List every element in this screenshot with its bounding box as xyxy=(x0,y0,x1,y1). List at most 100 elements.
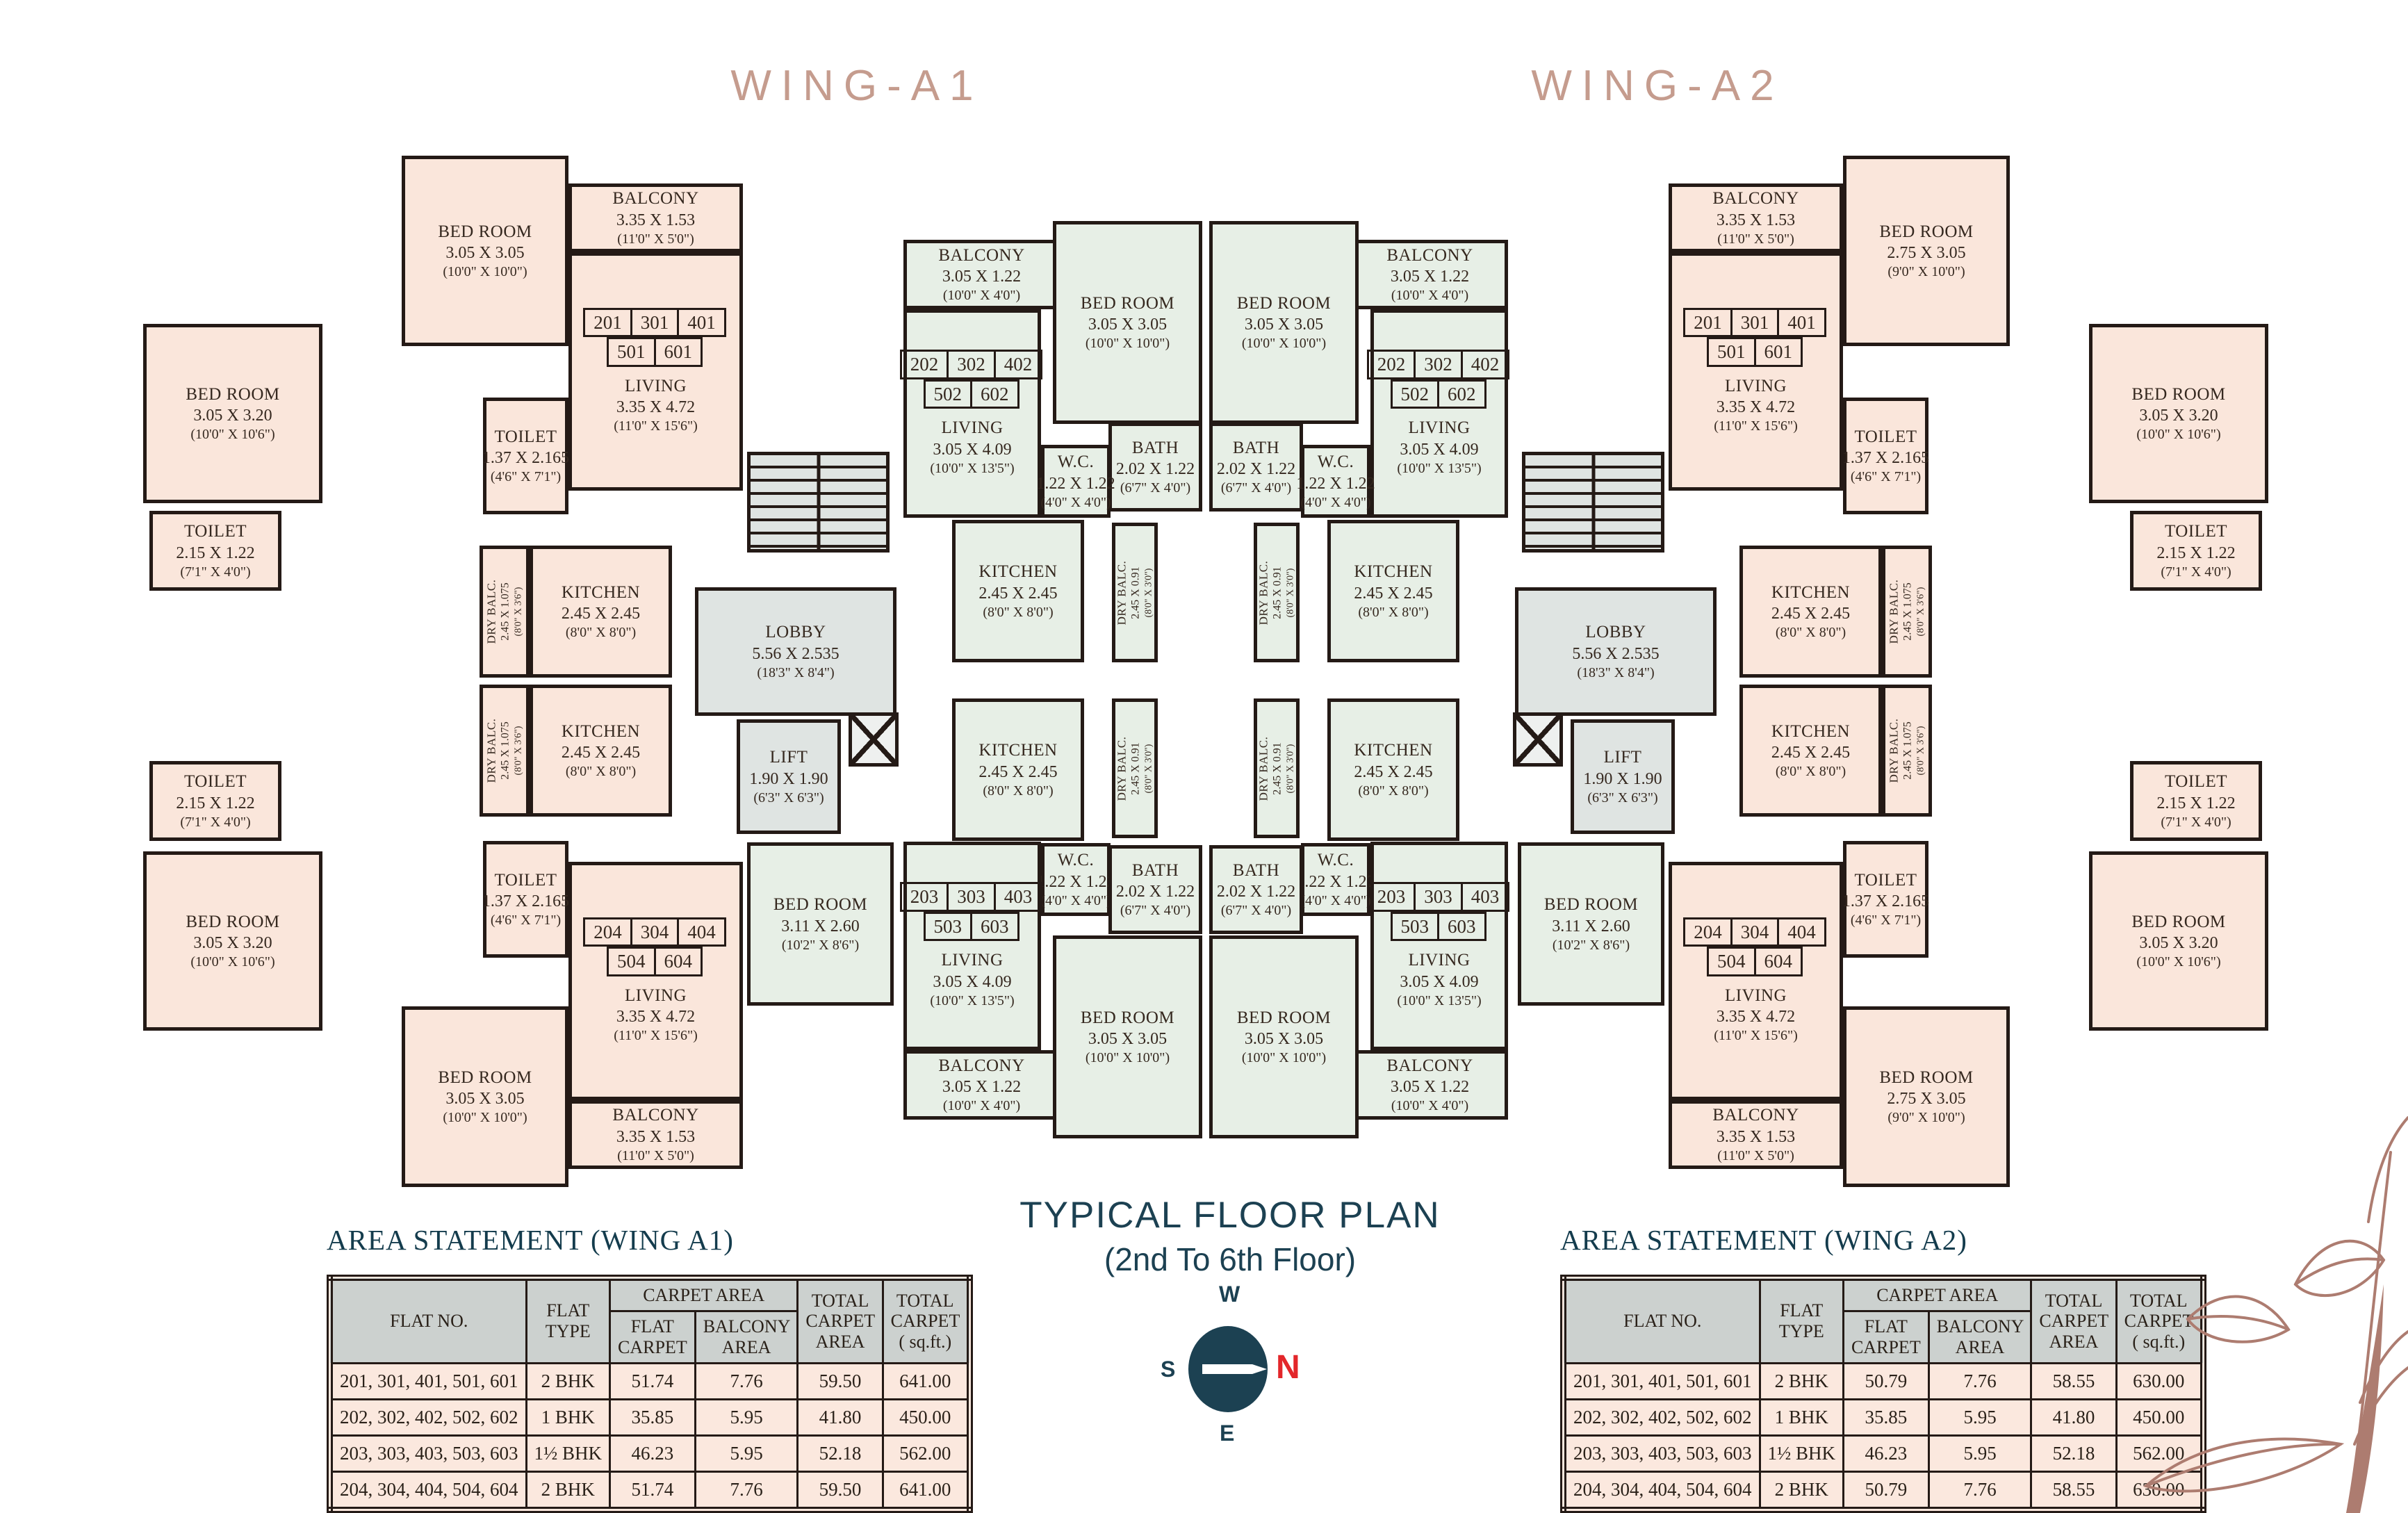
compass: W S E N xyxy=(1148,1282,1308,1447)
col-header-total-carpet-sqft: TOTAL CARPET ( sq.ft.) xyxy=(2115,1277,2204,1364)
a-wc-202: W.C.1.22 X 1.22(4'0" X 4'0") xyxy=(1036,445,1115,518)
room-label: (8'0" X 3'6") xyxy=(513,587,524,637)
room-label: (9'0" X 10'0") xyxy=(1887,264,1965,280)
room-label: (18'3" X 8'4") xyxy=(1577,664,1655,680)
flat-number-badge: 202 xyxy=(1366,350,1416,379)
room-label: (11'0" X 15'6") xyxy=(614,418,698,434)
flat-number-badge: 302 xyxy=(947,350,996,379)
room-label: BED ROOM xyxy=(1879,222,1974,241)
leaf-decoration xyxy=(2143,1116,2408,1513)
a2-dry-balcony-upper: DRY BALC.2.45 X 1.075(8'0" X 3'6") xyxy=(1882,546,1932,678)
room-label: (8'0" X 3'0") xyxy=(1285,744,1296,793)
a1-lift-shaft xyxy=(849,712,899,767)
area-table-cell: 2 BHK xyxy=(1758,1361,1845,1400)
room-label: DRY BALC. xyxy=(1115,560,1129,625)
flat-number-badge: 403 xyxy=(993,882,1043,912)
room-label: TOILET xyxy=(2164,522,2227,541)
flat-number-badge: 204 xyxy=(1683,917,1733,947)
room-label: BALCONY xyxy=(938,245,1025,265)
room-label: 2.45 X 0.91 xyxy=(1129,742,1142,795)
room-label: (11'0" X 5'0") xyxy=(1717,231,1794,247)
room-label: 2.15 X 1.22 xyxy=(2156,794,2236,812)
room-label: 1.22 X 1.22 xyxy=(1036,872,1115,891)
flat-number-badge: 604 xyxy=(653,947,703,976)
room-label: (4'0" X 4'0") xyxy=(1040,892,1111,908)
flat-number-badge: 503 xyxy=(1390,911,1439,942)
flat-number-badge: 303 xyxy=(947,882,996,912)
room-label: (11'0" X 5'0") xyxy=(617,231,694,247)
area-table-cell: 35.85 xyxy=(1842,1398,1930,1437)
room-label: KITCHEN xyxy=(1771,582,1851,602)
room-label: TOILET xyxy=(1854,870,1917,890)
compass-east-label: E xyxy=(1220,1421,1235,1446)
room-label: TOILET xyxy=(183,772,247,792)
room-label: KITCHEN xyxy=(561,582,641,602)
room-label: 3.05 X 3.05 xyxy=(445,244,525,263)
col-header-flat-type: FLAT TYPE xyxy=(1758,1277,1845,1364)
room-label: LIVING xyxy=(624,376,687,395)
room-label: (10'0" X 10'0") xyxy=(1085,1050,1170,1066)
room-label: LIVING xyxy=(941,418,1004,438)
room-label: 2.45 X 2.45 xyxy=(978,762,1058,781)
room-label: 2.45 X 0.91 xyxy=(1129,566,1142,619)
room-label: 3.05 X 4.09 xyxy=(933,972,1012,991)
area-table-cell: 7.76 xyxy=(1927,1470,2033,1511)
room-label: 3.05 X 3.20 xyxy=(193,407,272,425)
room-label: LIVING xyxy=(624,986,687,1005)
room-label: (10'0" X 10'6") xyxy=(2136,954,2221,970)
room-label: 1.22 X 1.22 xyxy=(1036,474,1115,493)
area-table-cell: 2 BHK xyxy=(525,1361,612,1400)
flat-number-badge: 204 xyxy=(583,917,632,947)
room-label: 2.45 X 2.45 xyxy=(1354,584,1433,603)
flat-number-badge: 504 xyxy=(607,947,656,976)
room-label: BATH xyxy=(1232,438,1280,457)
room-label: TOILET xyxy=(494,870,557,890)
room-label: 2.45 X 2.45 xyxy=(978,584,1058,603)
room-label: (8'0" X 8'0") xyxy=(983,783,1054,799)
room-label: (8'0" X 8'0") xyxy=(1358,783,1429,799)
room-label: (10'0" X 13'5") xyxy=(930,992,1015,1008)
room-label: DRY BALC. xyxy=(484,718,498,783)
room-label: 3.35 X 4.72 xyxy=(1716,1008,1796,1027)
room-label: 3.05 X 3.05 xyxy=(1244,1030,1324,1049)
flat-number-badge: 201 xyxy=(583,307,632,338)
a1-staircase xyxy=(747,452,890,553)
room-label: (8'0" X 3'0") xyxy=(1285,568,1296,617)
area-table-cell: 41.80 xyxy=(2030,1398,2118,1437)
room-label: (10'0" X 10'0") xyxy=(443,1110,527,1126)
room-label: LIVING xyxy=(941,951,1004,970)
wing-a1-title: WING-A1 xyxy=(730,62,983,110)
room-label: BED ROOM xyxy=(1879,1068,1974,1087)
room-label: 1.37 X 2.165 xyxy=(1842,449,1930,468)
area-table-cell: 201, 301, 401, 501, 601 xyxy=(1562,1361,1761,1400)
room-label: 1.90 X 1.90 xyxy=(1583,769,1662,788)
area-table-cell: 630.00 xyxy=(2115,1361,2204,1400)
flat-number-badge: 201 xyxy=(1683,307,1733,338)
room-label: (10'0" X 10'0") xyxy=(1085,336,1170,352)
room-label: BED ROOM xyxy=(438,1068,532,1087)
area-table-cell: 2 BHK xyxy=(525,1470,612,1511)
room-label: (7'1" X 4'0") xyxy=(2161,814,2231,830)
room-label: BALCONY xyxy=(1712,1106,1799,1125)
flat-number-badge: 501 xyxy=(1707,337,1756,367)
flat-number-badge: 304 xyxy=(1730,917,1780,947)
flat-number-badge: 302 xyxy=(1414,350,1463,379)
room-label: DRY BALC. xyxy=(1887,718,1901,783)
area-table-cell: 41.80 xyxy=(796,1398,884,1437)
col-header-balcony-area: BALCONY AREA xyxy=(1927,1309,2033,1364)
room-label: W.C. xyxy=(1317,452,1354,472)
col-header-carpet-area: CARPET AREA xyxy=(1842,1277,2033,1312)
